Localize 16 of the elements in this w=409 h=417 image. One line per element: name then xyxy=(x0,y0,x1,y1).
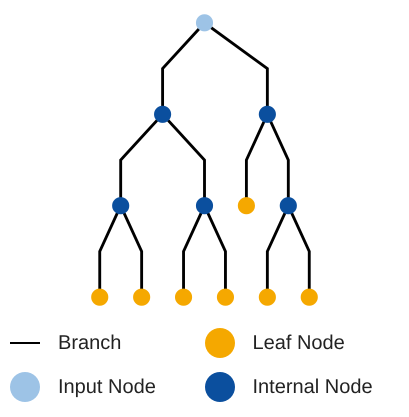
connector xyxy=(206,212,227,290)
connector xyxy=(122,212,144,290)
legend-label: Leaf Node xyxy=(252,332,345,354)
connector xyxy=(166,118,206,198)
legend-label: Branch xyxy=(58,332,122,354)
connector xyxy=(290,212,311,290)
connector xyxy=(182,212,203,290)
connector xyxy=(161,28,200,107)
legend-label: Input Node xyxy=(58,376,156,398)
connector xyxy=(210,26,269,107)
connector xyxy=(119,118,158,198)
legend-label: Internal Node xyxy=(252,376,373,398)
connector xyxy=(269,120,290,198)
connector xyxy=(98,212,119,290)
connector xyxy=(244,120,266,198)
connector xyxy=(266,212,286,290)
